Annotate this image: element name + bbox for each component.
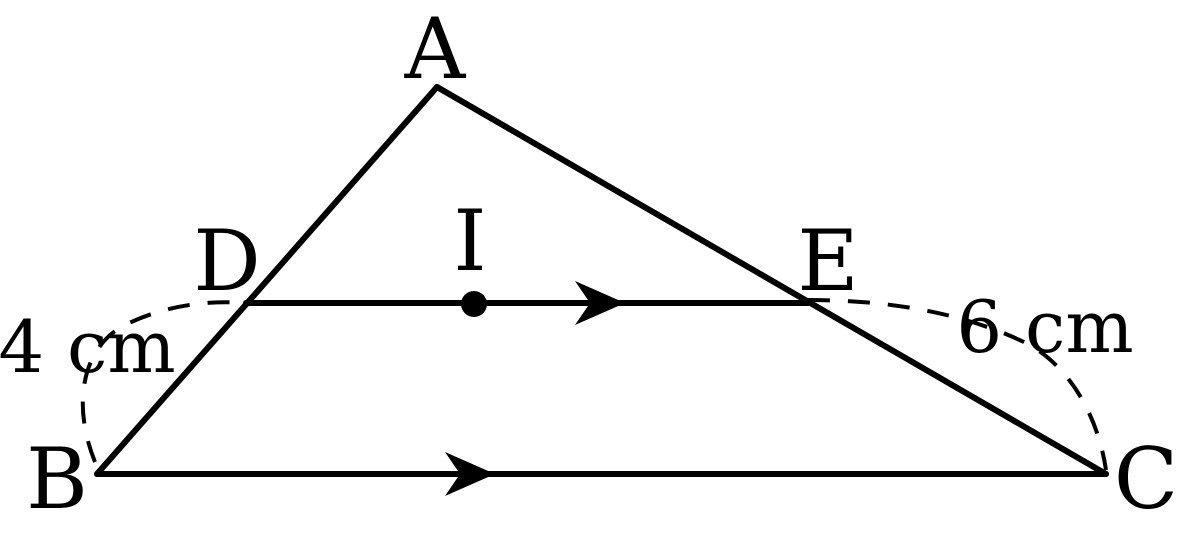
point-i-dot <box>461 291 487 317</box>
side-ac <box>434 84 1109 477</box>
parallel-arrow-bc <box>445 452 495 496</box>
label-a: A <box>404 0 467 98</box>
bd-measure-arc <box>80 300 247 463</box>
label-i: I <box>453 192 486 290</box>
measure-bd-label: 4 cm <box>0 305 176 389</box>
label-e: E <box>797 212 858 310</box>
label-b: B <box>26 430 88 528</box>
ec-measure-arc <box>807 298 1108 471</box>
measure-ec-label: 6 cm <box>956 285 1133 369</box>
parallel-arrow-de <box>575 281 625 325</box>
label-d: D <box>193 212 260 310</box>
label-c: C <box>1114 430 1178 528</box>
side-ab <box>94 84 440 477</box>
